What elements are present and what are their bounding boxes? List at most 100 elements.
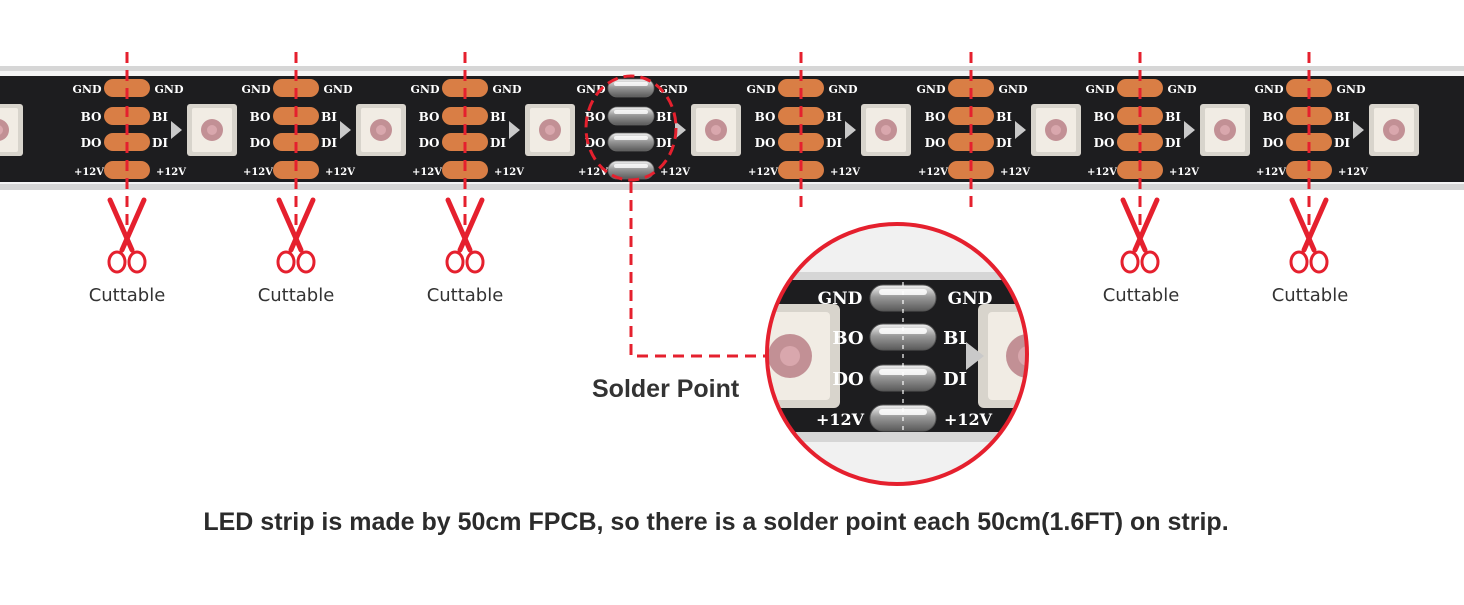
pad-text-12v: +12V [1087,167,1117,178]
led-chip [525,104,575,156]
caption: LED strip is made by 50cm FPCB, so there… [203,508,1229,536]
pad-text-gnd: GND [242,83,271,96]
pad-text-bi: BI [321,110,337,124]
pad-text-bi: BI [152,110,168,124]
pad-text-do: DO [81,136,102,150]
pad-text-bi: BI [490,110,506,124]
zoom-border [765,222,1029,486]
strip-casing-bottom-edge [0,184,1464,190]
led-die-center [207,125,217,135]
led-die [1006,334,1027,378]
pad-text-12v: +12V [325,167,355,178]
led-die-center [881,125,891,135]
pad-text-do: DO [925,136,946,150]
pad-text-gnd: GND [411,83,440,96]
led-die-center [711,125,721,135]
zoom-solder-pad [869,364,937,392]
pad-text-12v: +12V [1169,167,1199,178]
direction-arrow [1353,121,1364,139]
pad-text-di: DI [1334,136,1350,150]
pad-text-12v: +12V [243,167,273,178]
zoom-text-gnd: GND [818,289,863,309]
scissors-handle [107,250,127,274]
zoom-casing-edge [767,272,1027,280]
pad-text-bi: BI [826,110,842,124]
cut-label-5: Cuttable [1271,285,1349,306]
scissors-icon [1289,197,1329,274]
led-die-center [780,346,800,366]
direction-arrow [1184,121,1195,139]
led-chip [861,104,911,156]
scissors-handle [296,250,316,274]
solder-pad [607,78,655,98]
pad-text-do: DO [1094,136,1115,150]
solder-callout [584,74,768,358]
zoom-arrow [966,342,984,370]
pad-text-bo: BO [1094,110,1115,124]
led-die-center [545,125,555,135]
scissors-icon [107,197,147,274]
pad-text-gnd: GND [917,83,946,96]
pad-text-di: DI [490,136,506,150]
pad-text-12v: +12V [74,167,104,178]
scissors-handle [276,250,296,274]
zoom-text-do: DO [832,369,863,390]
scissors-blade [1289,197,1317,253]
pad-text-bi: BI [1165,110,1181,124]
scissors-blade [1301,197,1329,253]
scissors-handle [1309,250,1329,274]
pad-text-12v: +12V [660,167,690,178]
pad-text-gnd: GND [829,83,858,96]
zoom-text-bi: BI [943,328,967,349]
solder-leader-line [629,182,768,358]
cut-label-4: Cuttable [1102,285,1180,306]
pad-text-bo: BO [925,110,946,124]
pad-text-gnd: GND [493,83,522,96]
solder-pad [607,132,655,152]
cut-label-3: Cuttable [426,285,504,306]
direction-arrow [171,121,182,139]
pad-text-gnd: GND [999,83,1028,96]
scissors-blade [1120,197,1148,253]
scissors-handle [127,250,147,274]
pad-text-do: DO [585,136,606,150]
pad-text-bo: BO [1263,110,1284,124]
led-chip [1200,104,1250,156]
zoom-text-gnd: GND [948,289,993,309]
scissors-handle [1140,250,1160,274]
led-chip [1031,104,1081,156]
pad-text-12v: +12V [1256,167,1286,178]
pad-text-bo: BO [419,110,440,124]
direction-arrow [340,121,351,139]
led-die-center [376,125,386,135]
pad-text-gnd: GND [324,83,353,96]
scissors-blade [119,197,147,253]
pad-text-do: DO [755,136,776,150]
led-die-center [1220,125,1230,135]
pad-text-gnd: GND [659,83,688,96]
zoom-casing-edge [767,432,1027,442]
pad-text-bi: BI [996,110,1012,124]
led-chip [978,304,1027,408]
scissors-blade [107,197,135,253]
led-die-center [0,125,3,135]
pad-text-12v: +12V [494,167,524,178]
scissors-blade [445,197,473,253]
pad-text-do: DO [250,136,271,150]
pad-text-di: DI [656,136,672,150]
pad-text-12v: +12V [156,167,186,178]
led-die-center [1051,125,1061,135]
scissors-icon [1120,197,1160,274]
scissors-handle [465,250,485,274]
scissors-blade [276,197,304,253]
cut-label-2: Cuttable [257,285,335,306]
led-body [988,312,1027,400]
pad-text-di: DI [1165,136,1181,150]
direction-arrow [509,121,520,139]
led-chip [356,104,406,156]
pad-text-di: DI [996,136,1012,150]
strip-casing-top-edge [0,66,1464,71]
